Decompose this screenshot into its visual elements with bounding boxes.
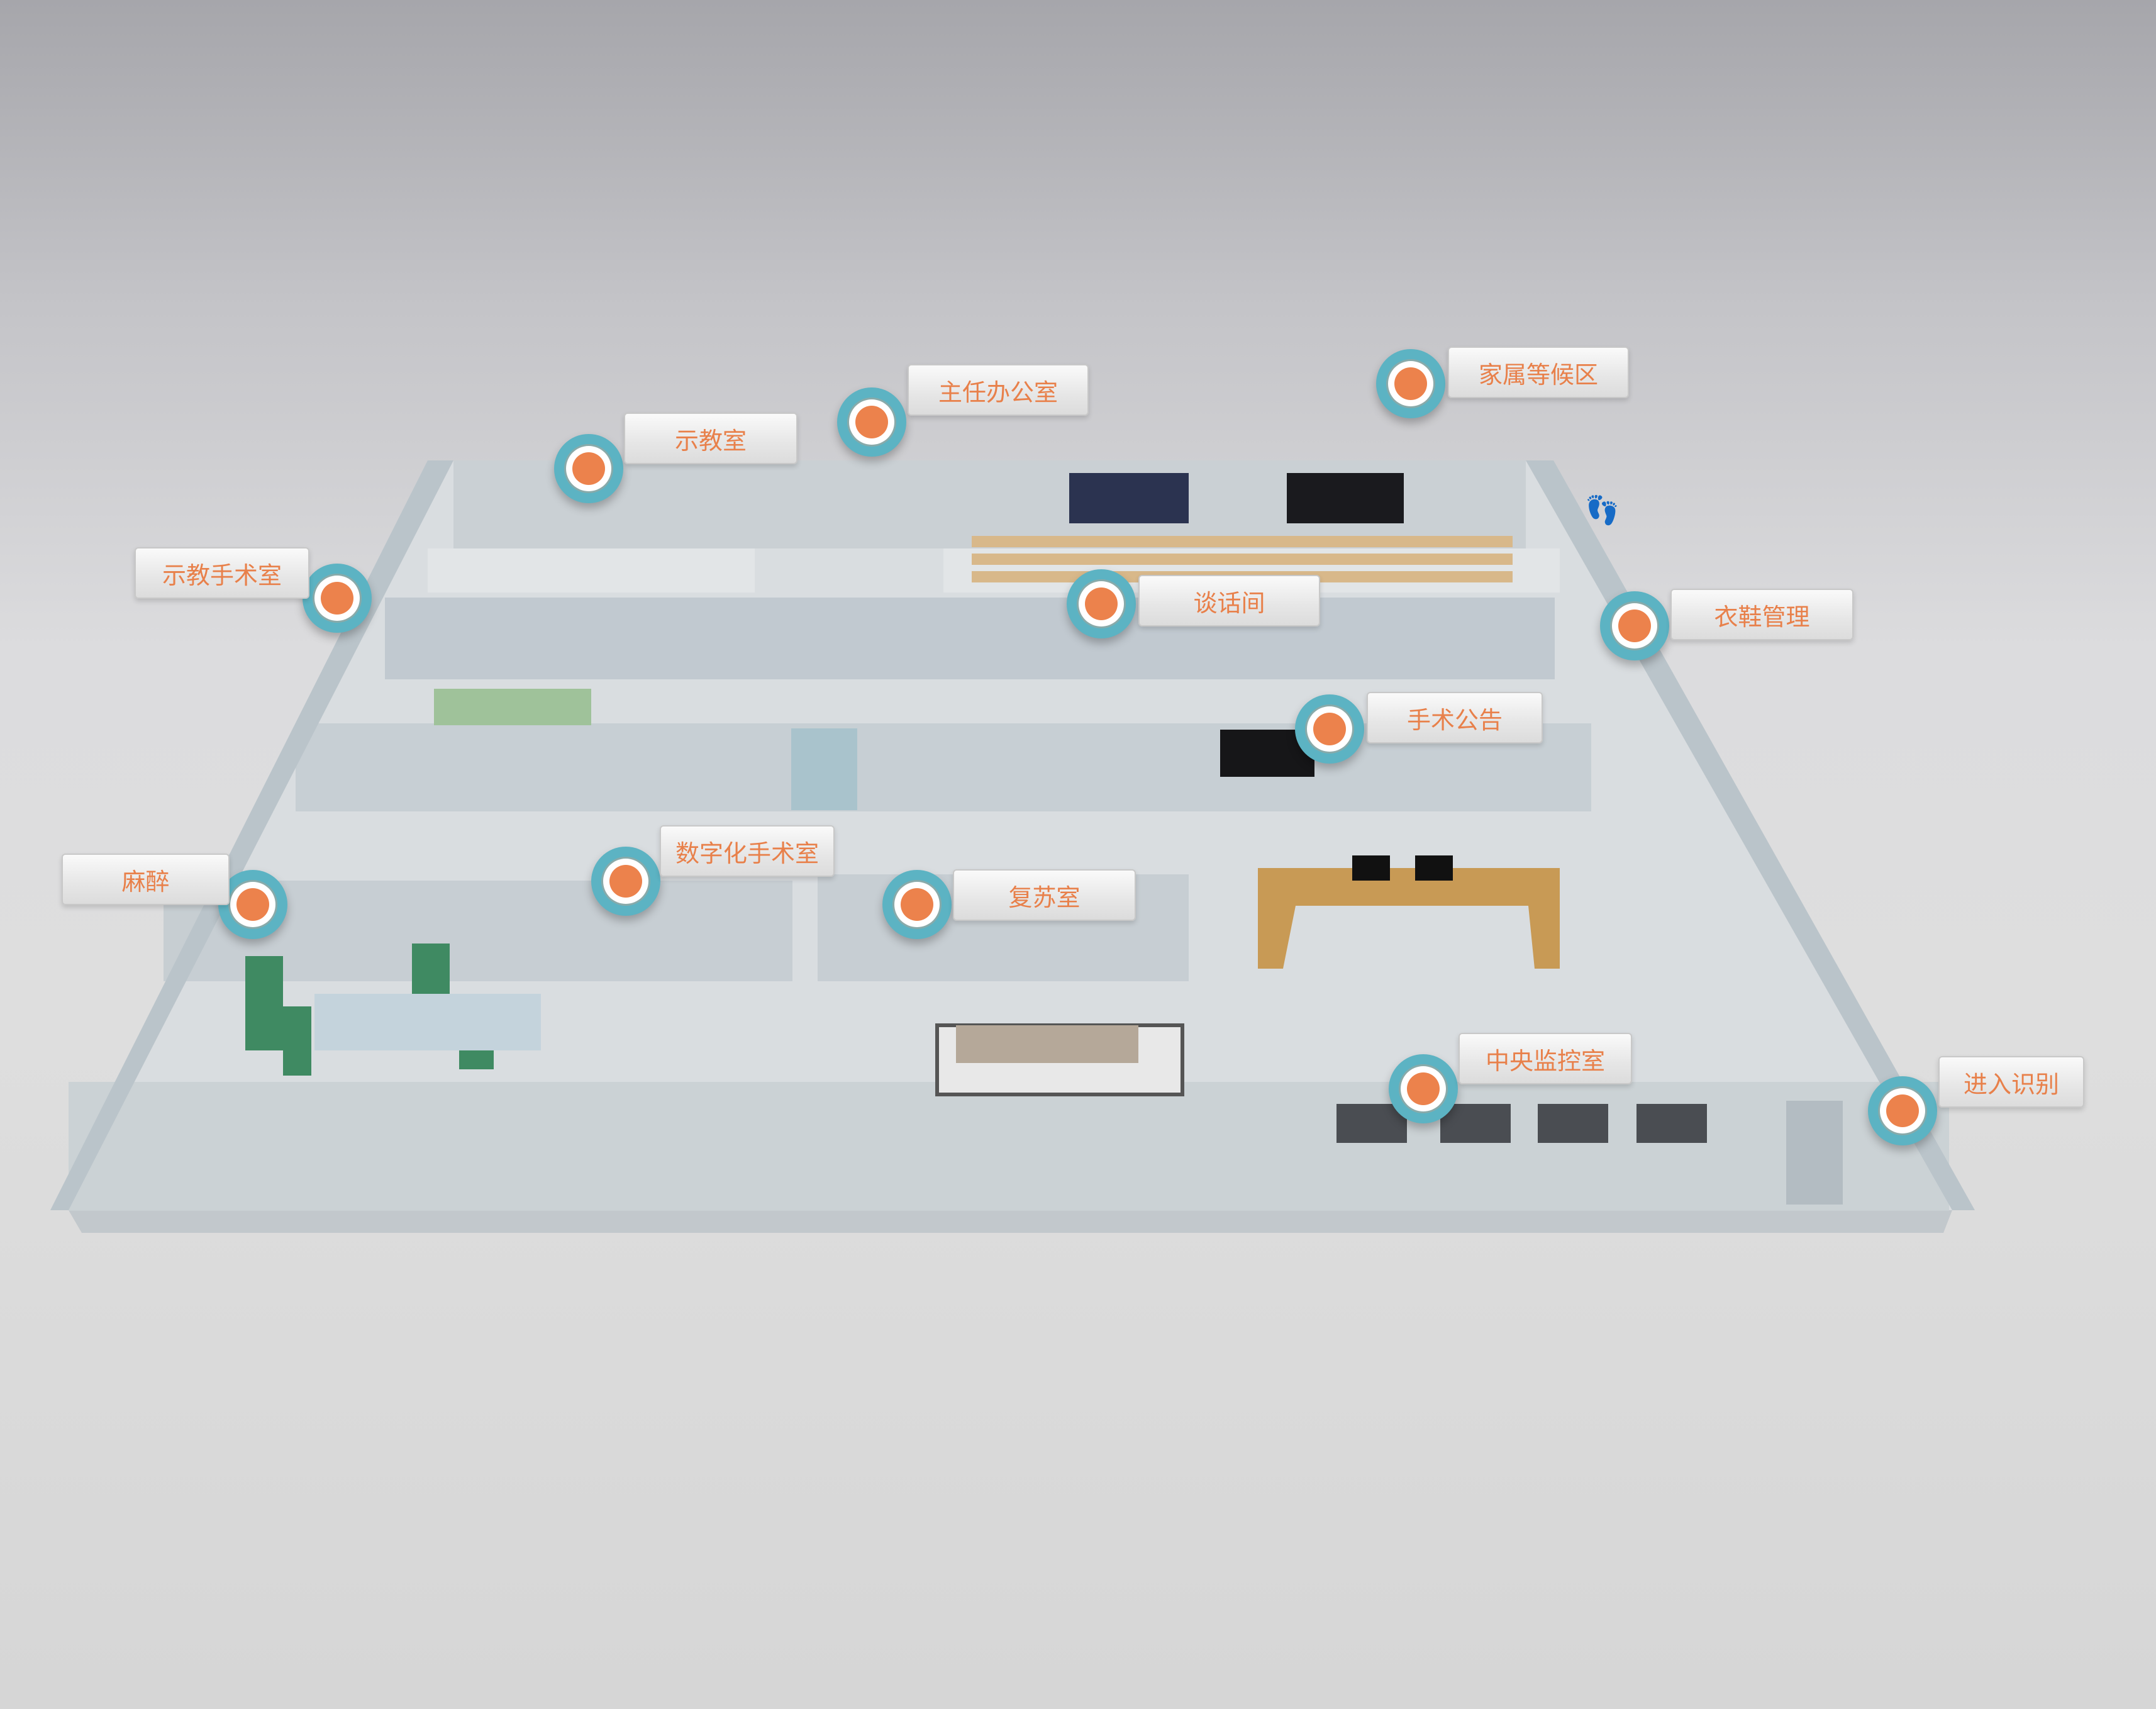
hotspot-teaching-room-label[interactable]: 示教室 <box>624 413 797 464</box>
blanket <box>956 1025 1138 1063</box>
hotspot-recovery-room-pin[interactable] <box>882 870 952 939</box>
entry-door <box>1786 1101 1843 1205</box>
hotspot-demo-or-label[interactable]: 示教手术室 <box>135 547 309 599</box>
hotspot-clothes-shoes-label[interactable]: 衣鞋管理 <box>1670 589 1853 640</box>
hotspot-director-office-pin[interactable] <box>837 387 906 457</box>
or-table <box>434 689 591 725</box>
monitor <box>1352 855 1390 881</box>
hotspot-anesthesia-label[interactable]: 麻醉 <box>62 854 230 905</box>
hotspot-entry-recognition-label[interactable]: 进入识别 <box>1938 1056 2084 1108</box>
hotspot-talk-room-label[interactable]: 谈话间 <box>1138 575 1320 626</box>
hotspot-talk-room-pin[interactable] <box>1067 569 1136 638</box>
monitor-wall-panels <box>1336 1104 1707 1143</box>
screen <box>1069 473 1189 523</box>
hotspot-demo-or-pin[interactable] <box>303 564 372 633</box>
hotspot-clothes-shoes-pin[interactable] <box>1600 591 1669 660</box>
hotspot-surgery-notice-label[interactable]: 手术公告 <box>1367 692 1543 743</box>
hotspot-digital-or-pin[interactable] <box>591 847 660 916</box>
hotspot-entry-recognition-pin[interactable] <box>1868 1076 1937 1145</box>
monitoring-desk <box>1258 868 1560 969</box>
front-wall <box>69 1082 1949 1211</box>
hotspot-anesthesia-pin[interactable] <box>218 870 287 939</box>
screen <box>1287 473 1404 523</box>
hotspot-central-monitoring-pin[interactable] <box>1389 1054 1458 1123</box>
hotspot-recovery-room-label[interactable]: 复苏室 <box>953 869 1136 921</box>
hotspot-family-waiting-label[interactable]: 家属等候区 <box>1448 347 1629 398</box>
monitor <box>1415 855 1453 881</box>
patient-bed <box>314 994 541 1050</box>
floor-front-edge <box>69 1210 1952 1233</box>
left-wall <box>50 460 453 1210</box>
middle-wall <box>385 598 1555 679</box>
hotspot-director-office-label[interactable]: 主任办公室 <box>908 364 1089 416</box>
hotspot-central-monitoring-label[interactable]: 中央监控室 <box>1459 1033 1632 1084</box>
door <box>791 728 857 810</box>
hotspot-digital-or-label[interactable]: 数字化手术室 <box>660 825 835 877</box>
hotspot-family-waiting-pin[interactable] <box>1376 349 1445 418</box>
room-teaching <box>428 548 755 593</box>
hotspot-surgery-notice-pin[interactable] <box>1295 694 1364 764</box>
hotspot-teaching-room-pin[interactable] <box>554 434 623 503</box>
footprints-icon: 👣 <box>1585 494 1620 526</box>
